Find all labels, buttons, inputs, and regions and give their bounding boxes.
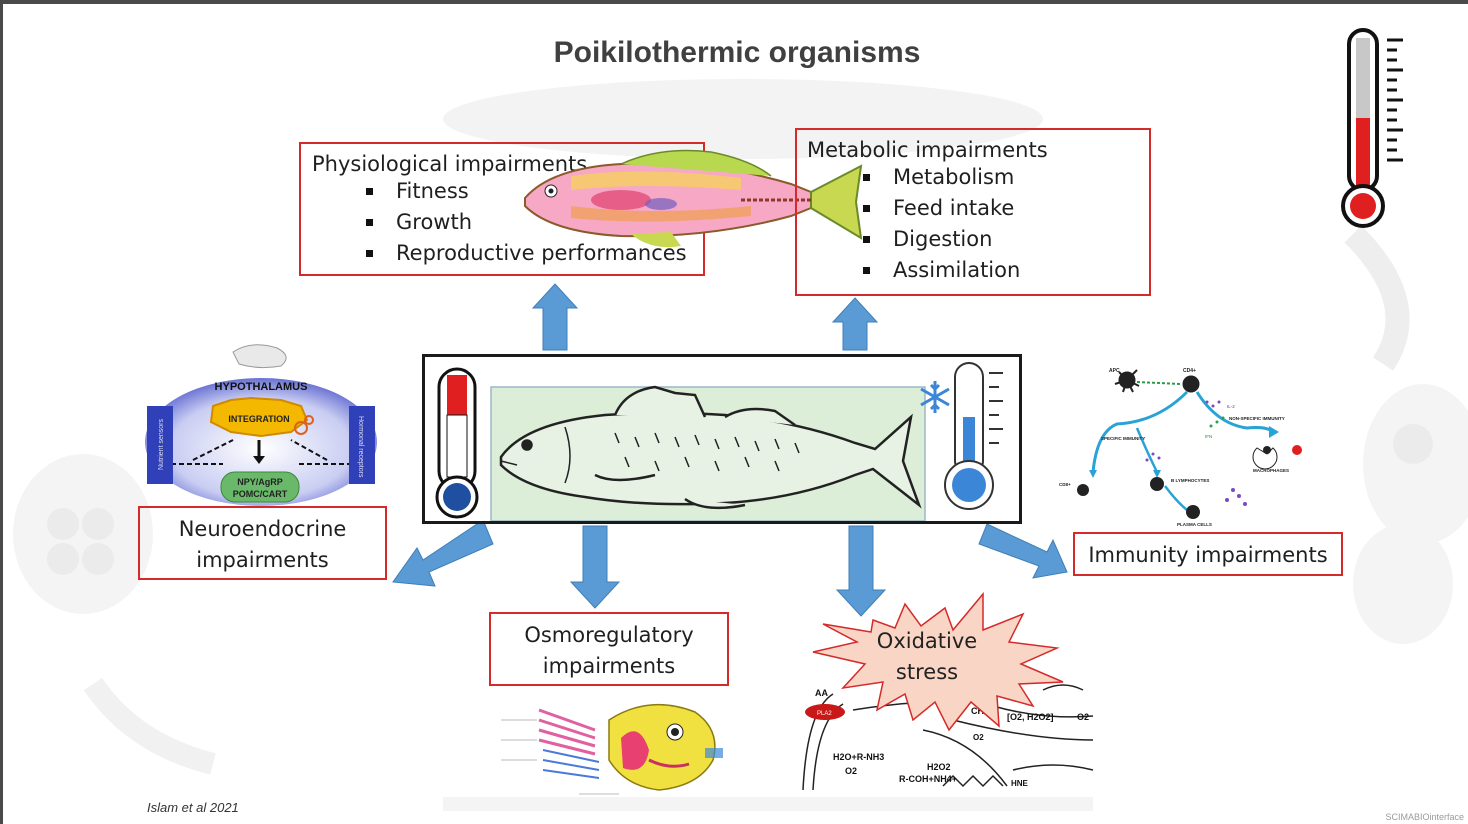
h2o2-label: H2O2: [927, 762, 951, 772]
list-item: Fitness: [312, 176, 703, 207]
neuroendocrine-line2: impairments: [196, 548, 329, 572]
nonspecific-immunity-label: NON-SPECIFIC IMMUNITY: [1229, 416, 1285, 421]
o2-small-label: O2: [973, 733, 984, 742]
list-item: Reproductive performances: [312, 238, 703, 269]
arrow-up-physiological: [531, 283, 579, 351]
anatomical-fish-illustration: [524, 149, 863, 248]
oxidative-stress-diagram: PLA2 AA CH3 [O2, H2O2] O2 O2 H2O+R-NH3 O…: [802, 591, 1094, 791]
cd4-label: CD4+: [1183, 368, 1196, 374]
il2-label: IL-2: [1227, 404, 1235, 409]
ifn-label: IFN: [1205, 434, 1212, 439]
list-item: Assimilation: [807, 255, 1149, 286]
center-panel-art: [435, 362, 1003, 521]
list-item: Metabolism: [807, 162, 1149, 193]
oxidative-stress-label: Oxidative stress: [841, 626, 1013, 688]
apc-label: APC: [1109, 368, 1120, 374]
hne-label: HNE: [1011, 779, 1029, 788]
oxidative-line2: stress: [895, 660, 959, 684]
pomc-label: POMC/CART: [233, 489, 288, 499]
list-item: Growth: [312, 207, 703, 238]
ros-species-label: [O2, H2O2]: [1007, 712, 1054, 722]
o2-right-label: O2: [1077, 712, 1089, 722]
arrow-up-metabolic: [831, 297, 879, 351]
neuroendocrine-line1: Neuroendocrine: [178, 517, 347, 541]
physiological-list: Fitness Growth Reproductive performances: [312, 176, 703, 269]
immunity-label: Immunity impairments: [1088, 543, 1328, 567]
h2o-rnh3-label: H2O+R-NH3: [833, 752, 884, 762]
integration-label: INTEGRATION: [228, 414, 289, 424]
oxidative-burst-shape: [812, 591, 1064, 732]
nutrient-sensors-label: Nutrient sensors: [158, 419, 165, 470]
immunity-impairments-box: Immunity impairments: [1073, 532, 1343, 576]
specific-immunity-label: SPECIFIC IMMUNITY: [1101, 436, 1145, 441]
diagram-arrows: [392, 283, 1068, 617]
cd8-label: CD8+: [1059, 482, 1071, 487]
center-fish-panel: [422, 354, 1022, 524]
physiological-impairments-box: Physiological impairments Fitness Growth…: [299, 142, 705, 276]
plasma-cells-label: PLASMA CELLS: [1177, 522, 1212, 527]
b-lymphocytes-label: B LYMPHOCYTES: [1171, 478, 1209, 483]
hypothalamus-diagram: HYPOTHALAMUS INTEGRATION NPY/AgRP POMC/C…: [145, 344, 377, 506]
hypothalamus-title: HYPOTHALAMUS: [215, 381, 308, 393]
thermometer-icon: [1341, 28, 1403, 228]
neuroendocrine-impairments-box: Neuroendocrine impairments: [138, 506, 387, 580]
metabolic-heading: Metabolic impairments: [807, 138, 1048, 162]
watermark: SCIMABIOinterface: [1385, 812, 1464, 822]
page-title: Poikilothermic organisms: [553, 36, 921, 69]
warm-thermometer-icon: [435, 367, 479, 519]
metabolic-list: Metabolism Feed intake Digestion Assimil…: [807, 162, 1149, 286]
aa-label: AA: [815, 688, 828, 698]
macrophages-label: MACROPHAGES: [1253, 468, 1289, 473]
hormonal-receptors-label: Hormonal receptors: [357, 416, 364, 478]
fish-outline-icon: [499, 385, 922, 510]
background-decoration: [13, 79, 1468, 811]
snowflake-icon: [920, 381, 950, 413]
physiological-heading: Physiological impairments: [312, 152, 588, 176]
oxidative-line1: Oxidative: [876, 629, 978, 653]
osmoregulatory-line1: Osmoregulatory: [524, 623, 694, 647]
arrow-neuroendocrine: [392, 519, 494, 587]
arrow-down-osmoregulatory: [569, 525, 621, 609]
osmoregulatory-line2: impairments: [542, 654, 676, 678]
o2-left-label: O2: [845, 766, 857, 776]
arrow-immunity: [978, 523, 1068, 579]
npy-label: NPY/AgRP: [237, 477, 283, 487]
list-item: Digestion: [807, 224, 1149, 255]
ch3-label: CH3: [971, 706, 989, 716]
metabolic-impairments-box: Metabolic impairments Metabolism Feed in…: [795, 128, 1151, 296]
citation: Islam et al 2021: [147, 800, 239, 815]
arrow-down-oxidative: [835, 525, 887, 617]
immune-diagram: APC CD4+ SPECIFIC IMMUNITY NON-SPECIFIC …: [1059, 368, 1302, 527]
rcoh-label: R-COH+NH4+: [899, 774, 957, 784]
osmoregulatory-impairments-box: Osmoregulatory impairments: [489, 612, 729, 686]
gill-illustration: [501, 703, 723, 795]
cold-thermometer-icon: [944, 362, 1003, 510]
pla2-label: PLA2: [817, 711, 832, 717]
list-item: Feed intake: [807, 193, 1149, 224]
